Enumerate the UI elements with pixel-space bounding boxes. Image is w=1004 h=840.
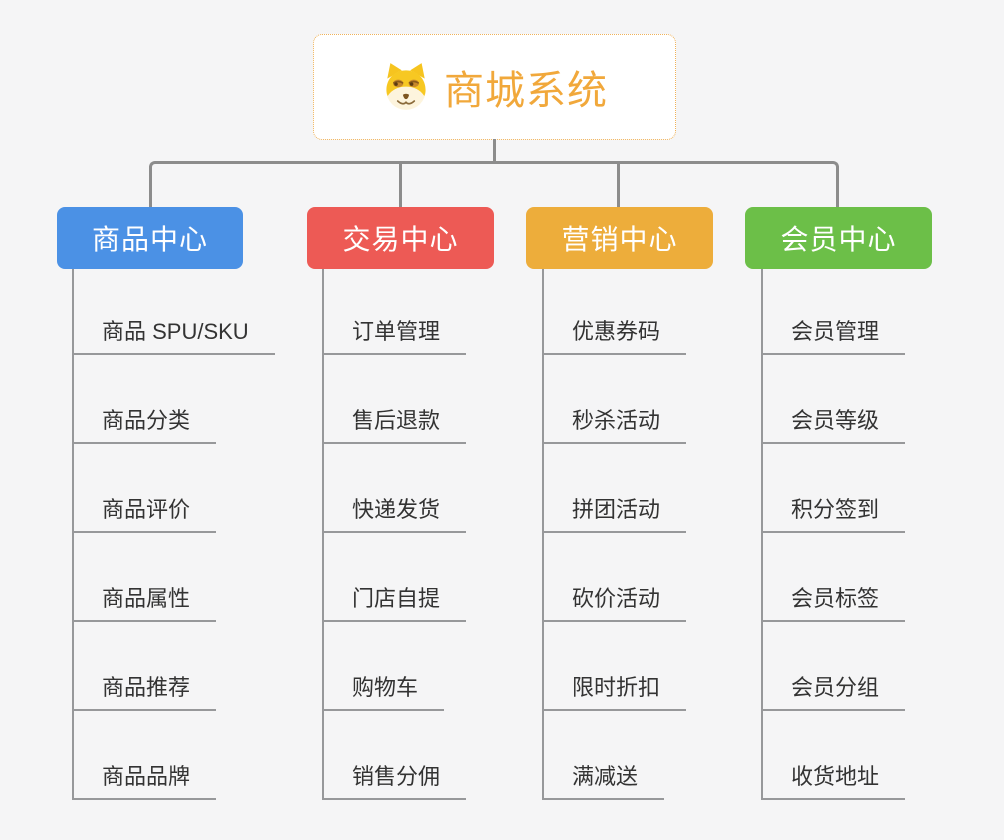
node-spend-save[interactable]: 满减送 xyxy=(542,760,665,800)
node-order-management[interactable]: 订单管理 xyxy=(322,315,467,355)
trunk-line-product xyxy=(72,269,74,800)
branch-product-center[interactable]: 商品中心 xyxy=(57,207,243,269)
node-product-recommend[interactable]: 商品推荐 xyxy=(72,671,217,711)
node-member-groups[interactable]: 会员分组 xyxy=(761,671,906,711)
trunk-line-member xyxy=(761,269,763,800)
dog-icon xyxy=(386,63,426,110)
root-stem-line xyxy=(493,139,496,163)
node-shipping-address[interactable]: 收货地址 xyxy=(761,760,906,800)
node-product-attribute[interactable]: 商品属性 xyxy=(72,582,217,622)
node-group-buy[interactable]: 拼团活动 xyxy=(542,493,687,533)
trunk-line-trade xyxy=(322,269,324,800)
node-product-brand[interactable]: 商品品牌 xyxy=(72,760,217,800)
node-express-delivery[interactable]: 快递发货 xyxy=(322,493,467,533)
node-member-management[interactable]: 会员管理 xyxy=(761,315,906,355)
node-aftersale-refund[interactable]: 售后退款 xyxy=(322,404,467,444)
node-points-checkin[interactable]: 积分签到 xyxy=(761,493,906,533)
branch-member-center[interactable]: 会员中心 xyxy=(745,207,932,269)
connector-drop-marketing xyxy=(617,161,620,208)
node-flash-sale[interactable]: 秒杀活动 xyxy=(542,404,687,444)
node-shopping-cart[interactable]: 购物车 xyxy=(322,671,445,711)
branch-marketing-center[interactable]: 营销中心 xyxy=(526,207,713,269)
root-node[interactable]: 商城系统 xyxy=(313,34,676,140)
node-member-tags[interactable]: 会员标签 xyxy=(761,582,906,622)
node-product-category[interactable]: 商品分类 xyxy=(72,404,217,444)
node-sales-commission[interactable]: 销售分佣 xyxy=(322,760,467,800)
node-bargain-activity[interactable]: 砍价活动 xyxy=(542,582,687,622)
node-member-level[interactable]: 会员等级 xyxy=(761,404,906,444)
connector-elbow-right xyxy=(495,161,839,208)
branch-trade-center[interactable]: 交易中心 xyxy=(307,207,494,269)
connector-elbow-left xyxy=(149,161,495,208)
node-store-pickup[interactable]: 门店自提 xyxy=(322,582,467,622)
node-product-spu-sku[interactable]: 商品 SPU/SKU xyxy=(72,315,275,355)
node-coupon-codes[interactable]: 优惠券码 xyxy=(542,315,687,355)
node-product-review[interactable]: 商品评价 xyxy=(72,493,217,533)
root-title: 商城系统 xyxy=(444,69,608,113)
trunk-line-marketing xyxy=(542,269,544,800)
connector-drop-trade xyxy=(399,161,402,208)
node-limited-time-discount[interactable]: 限时折扣 xyxy=(542,671,687,711)
